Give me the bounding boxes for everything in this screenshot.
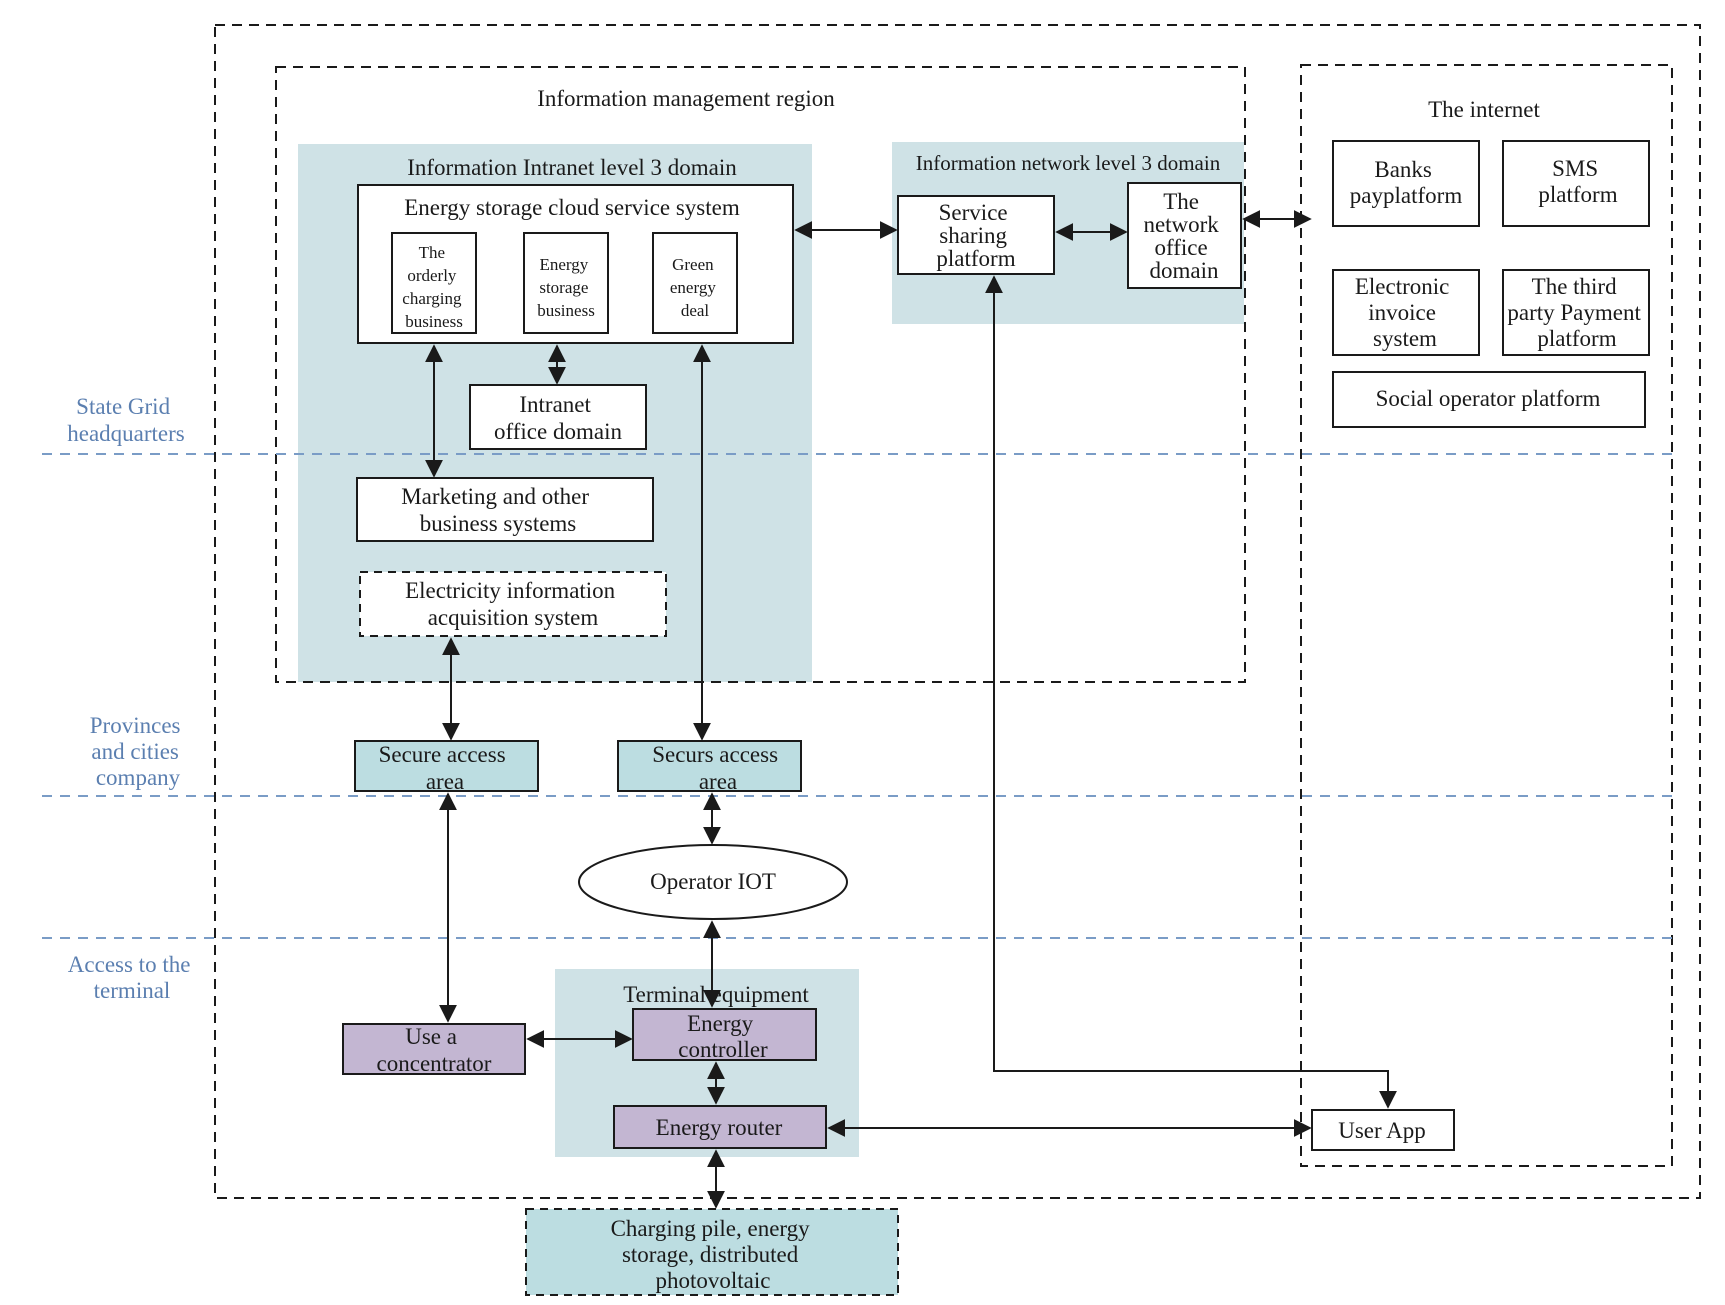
green-energy-label: Green energy deal (670, 255, 720, 320)
level-label-province: Provinces and cities company (90, 713, 186, 790)
user-app-label: User App (1338, 1118, 1426, 1143)
marketing-label: Marketing and other business systems (401, 484, 595, 536)
banks-box (1332, 140, 1480, 227)
energy-router-label: Energy router (656, 1115, 783, 1140)
internet-region (1300, 64, 1673, 1167)
energy-storage-business-box (523, 232, 609, 334)
electricity-info-label: Electricity information acquisition syst… (405, 578, 621, 630)
energy-controller-box (632, 1008, 817, 1061)
service-sharing-label: Service sharing platform (936, 200, 1015, 271)
arrow-service-sharing-user-app (985, 275, 1397, 1109)
network-domain-title: Information network level 3 domain (916, 151, 1221, 175)
user-app-box (1311, 1109, 1455, 1151)
sms-box (1502, 140, 1650, 227)
marketing-box (356, 477, 654, 542)
orderly-charging-box (391, 232, 477, 334)
intranet-office-box (469, 384, 647, 450)
intranet-domain-title: Information Intranet level 3 domain (407, 155, 737, 180)
outer-region (214, 24, 1701, 1199)
social-operator-label: Social operator platform (1376, 386, 1601, 411)
third-party-label: The third party Payment platform (1507, 274, 1646, 351)
electricity-info-box (359, 571, 667, 637)
network-office-box (1127, 182, 1242, 289)
sms-label: SMS platform (1538, 156, 1617, 207)
orderly-charging-label: The orderly charging business (402, 243, 465, 331)
energy-controller-label: Energy controller (678, 1011, 768, 1062)
charging-pile-label: Charging pile, energy storage, distribut… (611, 1216, 816, 1293)
energy-storage-business-label: Energy storage business (537, 255, 595, 320)
operator-iot-ellipse (578, 844, 848, 920)
operator-iot-label: Operator IOT (650, 869, 776, 894)
secure-access-1-label: Secure access area (379, 742, 512, 794)
intranet-office-label: Intranet office domain (494, 392, 622, 444)
secure-access-2-box (617, 740, 802, 792)
level-label-hq: State Grid headquarters (67, 394, 185, 446)
green-energy-box (652, 232, 738, 334)
info-management-title: Information management region (537, 86, 835, 111)
cloud-service-system-title: Energy storage cloud service system (404, 195, 740, 220)
charging-pile-box (525, 1208, 899, 1296)
third-party-box (1502, 269, 1650, 356)
internet-title: The internet (1428, 97, 1540, 122)
terminal-equipment-title: Terminal equipment (623, 982, 809, 1007)
service-sharing-box (897, 195, 1055, 275)
banks-label: Banks payplatform (1350, 157, 1463, 208)
energy-router-box (613, 1105, 827, 1149)
level-label-terminal: Access to the terminal (68, 952, 196, 1003)
concentrator-label: Use a concentrator (377, 1024, 492, 1076)
concentrator-box (342, 1023, 526, 1075)
secure-access-1-box (354, 740, 539, 792)
secure-access-2-label: Securs access area (652, 742, 784, 794)
